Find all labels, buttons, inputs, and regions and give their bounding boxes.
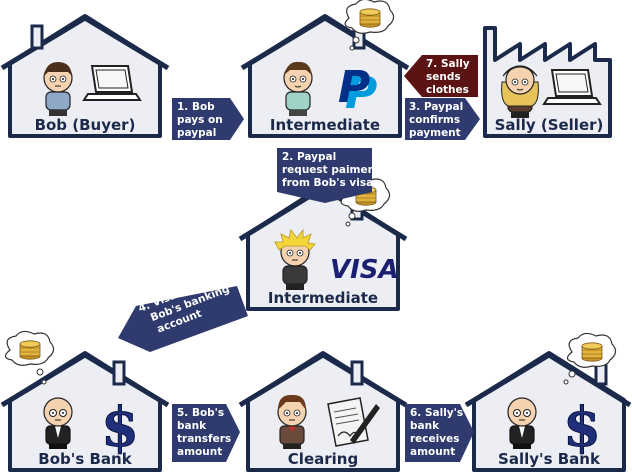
step-6-text: 6. Sally's bank receives amount bbox=[410, 407, 467, 458]
step-arrow-3: 3. Paypal confirms payment bbox=[405, 98, 480, 140]
dollar-sign-icon: $ bbox=[563, 395, 601, 459]
house-label-buyer: Bob (Buyer) bbox=[35, 116, 136, 134]
clearing-character bbox=[277, 394, 307, 449]
document-signing-icon bbox=[327, 397, 380, 447]
house-bobs-bank: $ Bob's Bank bbox=[0, 351, 170, 472]
step-arrow-6: 6. Sally's bank receives amount bbox=[405, 404, 474, 462]
svg-text:P: P bbox=[345, 68, 377, 119]
step-arrow-5: 5. Bob's bank transfers amount bbox=[172, 404, 240, 462]
step-arrow-2: 2. Paypal request paiment from Bob's vis… bbox=[277, 148, 384, 203]
step-arrow-1: 1. Bob pays on paypal bbox=[172, 98, 244, 140]
bob-character bbox=[43, 62, 73, 117]
house-sallys-bank: $ Sally's Bank bbox=[464, 351, 632, 472]
coins-thought-bubble-sallys-bank bbox=[563, 332, 617, 385]
house-label-sallys-bank: Sally's Bank bbox=[498, 450, 601, 468]
house-label-visa: Intermediate bbox=[268, 289, 378, 307]
step-2-text: 2. Paypal request paiment from Bob's vis… bbox=[282, 151, 384, 189]
house-label-paypal: Intermediate bbox=[270, 116, 380, 134]
bob-banker-character bbox=[43, 397, 73, 449]
visa-character bbox=[274, 228, 316, 290]
sally-banker-character bbox=[507, 397, 537, 449]
step-7-text: 7. Sally sends clothes bbox=[426, 58, 473, 96]
coins-thought-bubble-paypal bbox=[344, 0, 395, 51]
house-label-bobs-bank: Bob's Bank bbox=[38, 450, 132, 468]
sally-character bbox=[501, 65, 539, 118]
house-clearing: Clearing bbox=[238, 351, 408, 472]
house-buyer: Bob (Buyer) bbox=[0, 14, 170, 138]
step-5-text: 5. Bob's bank transfers amount bbox=[177, 407, 235, 458]
step-arrow-7: 7. Sally sends clothes bbox=[404, 55, 478, 97]
svg-text:P: P bbox=[338, 62, 370, 113]
house-label-seller: Sally (Seller) bbox=[495, 116, 604, 134]
step-arrow-4: 4. Visa requests Bob's banking account bbox=[118, 269, 248, 352]
house-seller: Sally (Seller) bbox=[483, 26, 612, 138]
paypal-logo-icon: P P bbox=[338, 62, 377, 119]
coins-thought-bubble-bobs-bank bbox=[4, 330, 55, 385]
paypal-character bbox=[283, 61, 313, 116]
visa-logo-icon: VISA bbox=[330, 255, 399, 285]
house-paypal: P P Intermediate bbox=[240, 14, 410, 138]
house-label-clearing: Clearing bbox=[288, 450, 358, 468]
step-1-text: 1. Bob pays on paypal bbox=[177, 101, 226, 139]
dollar-sign-icon: $ bbox=[101, 395, 139, 459]
step-3-text: 3. Paypal confirms payment bbox=[409, 101, 467, 139]
